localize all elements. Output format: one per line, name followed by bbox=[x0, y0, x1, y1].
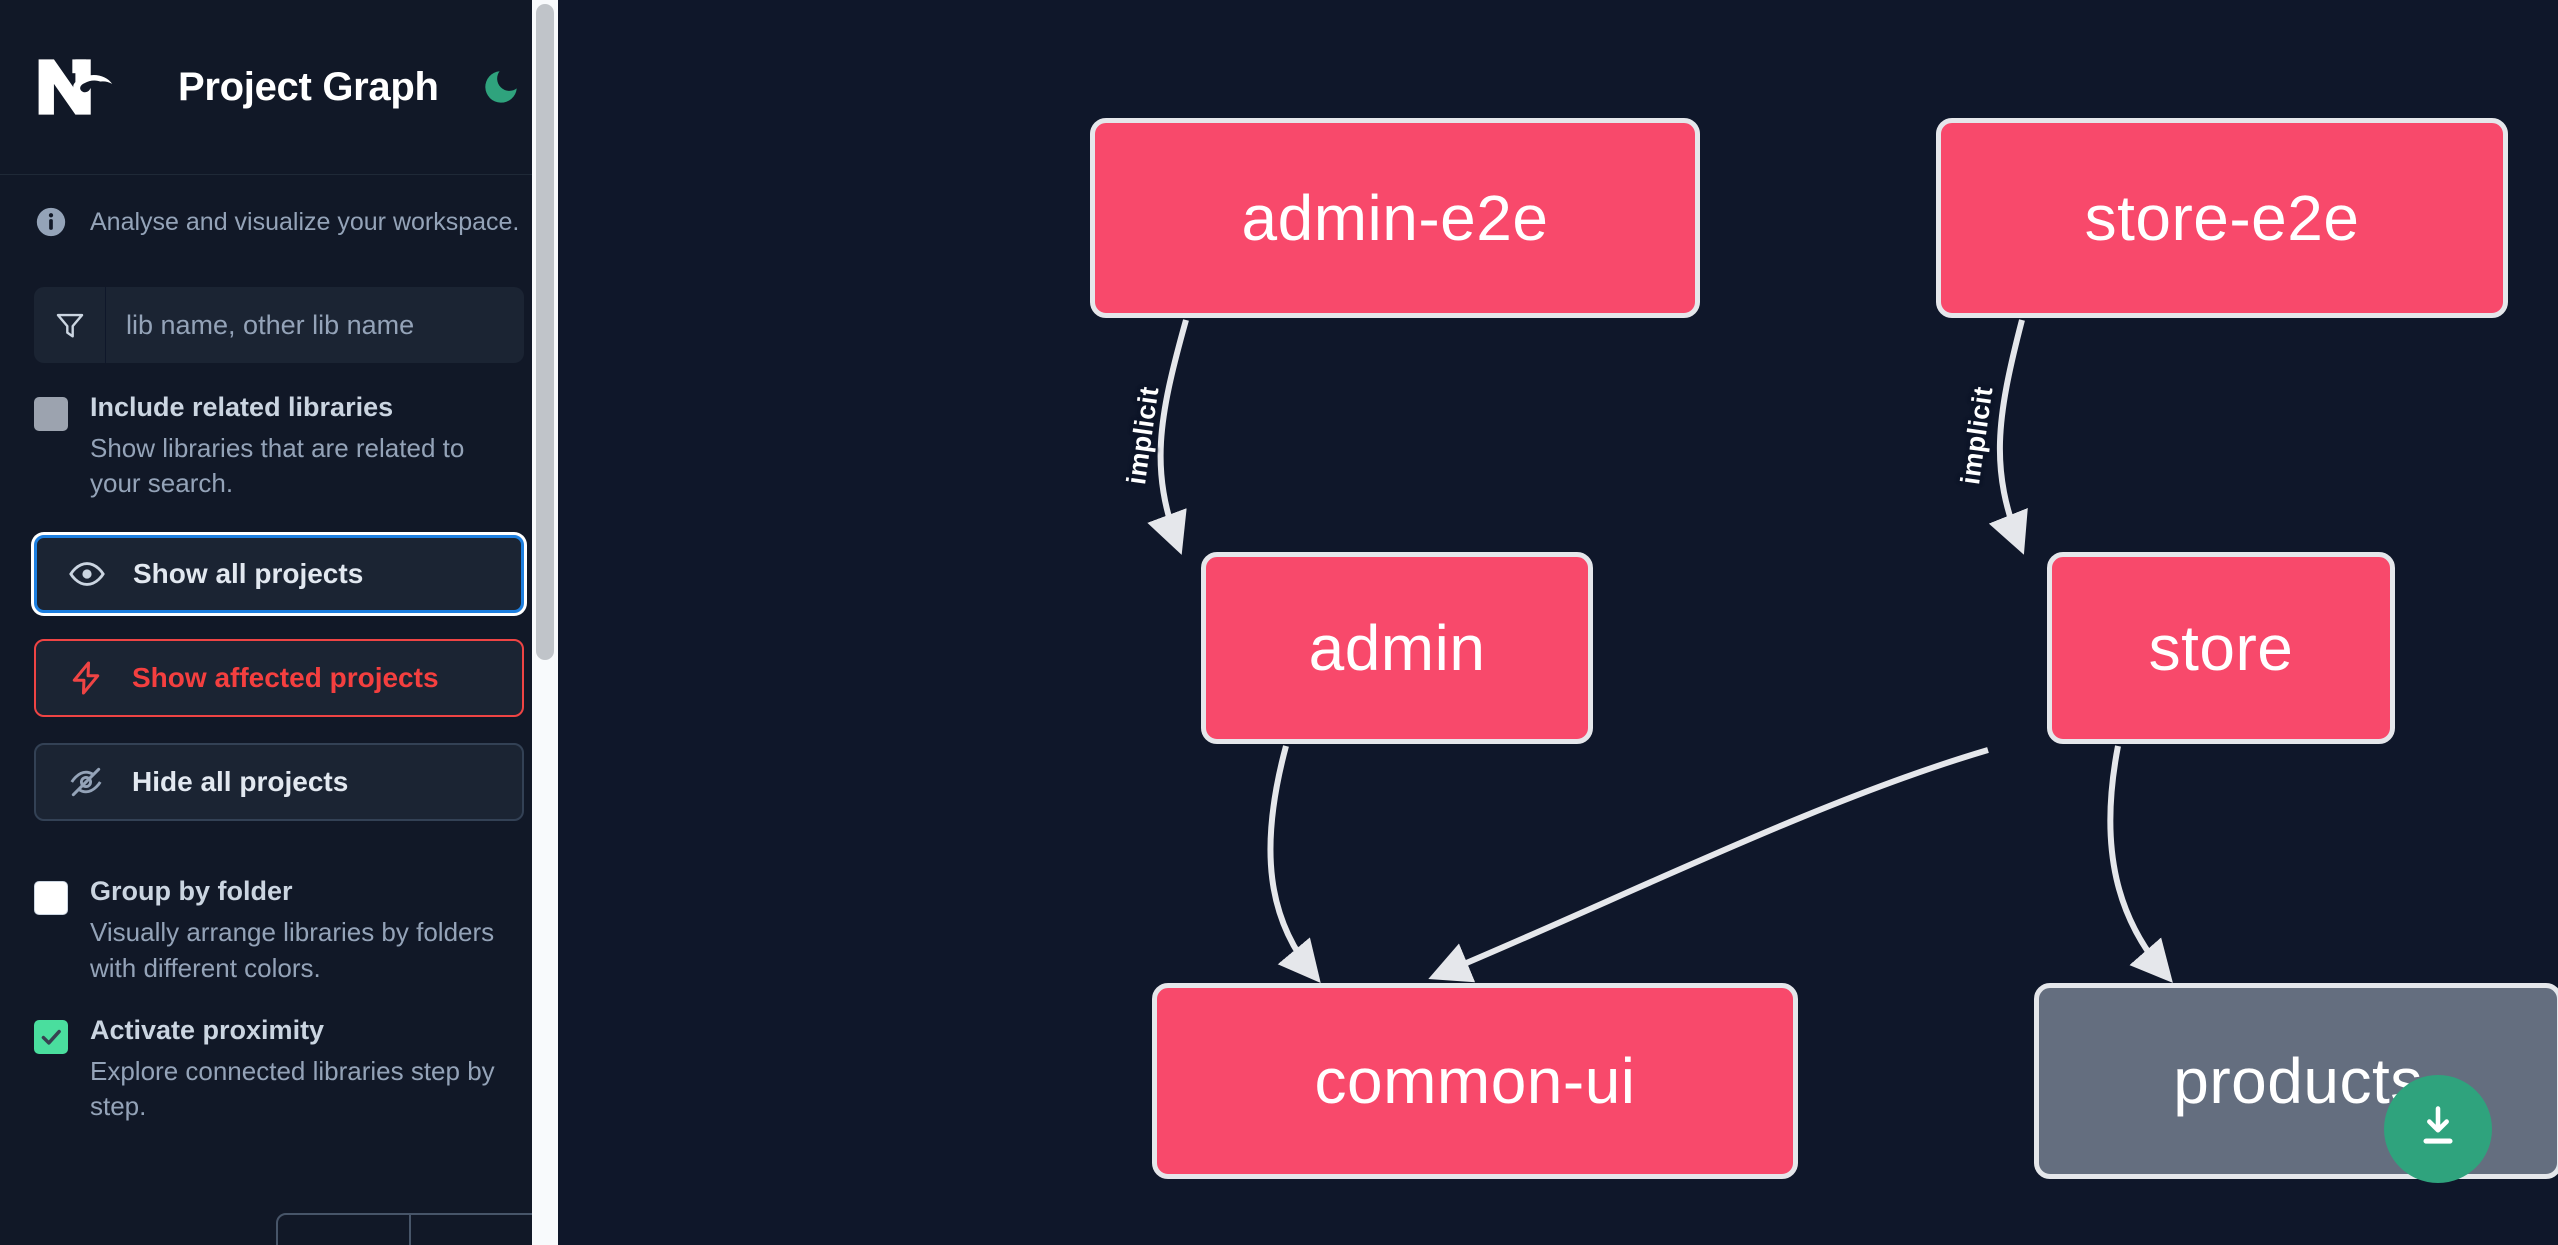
eye-off-icon bbox=[66, 762, 106, 802]
graph-canvas[interactable]: admin-e2e store-e2e admin store common-u… bbox=[558, 0, 2558, 1245]
activate-proximity-checkbox[interactable] bbox=[34, 1019, 68, 1054]
info-circle-icon bbox=[34, 205, 68, 239]
edge-admin-to-common-ui bbox=[1267, 745, 1321, 984]
group-by-folder-label: Group by folder bbox=[90, 876, 293, 907]
activate-proximity-texts: Activate proximity Explore connected lib… bbox=[90, 1014, 510, 1124]
sidebar: Project Graph Analyse and visualize yo bbox=[0, 0, 558, 1245]
edge-store-to-common-ui bbox=[1428, 747, 1989, 983]
proximity-segment-1[interactable] bbox=[278, 1215, 411, 1245]
bolt-icon bbox=[66, 658, 106, 698]
analyse-text: Analyse and visualize your workspace. bbox=[90, 207, 520, 236]
graph-node-admin[interactable]: admin bbox=[1201, 552, 1593, 744]
show-all-projects-label: Show all projects bbox=[133, 558, 364, 590]
proximity-segmented-control[interactable] bbox=[276, 1213, 558, 1245]
graph-node-store-label: store bbox=[2148, 612, 2294, 684]
graph-node-store-e2e-label: store-e2e bbox=[2084, 182, 2360, 254]
checkbox-row-activate-proximity[interactable]: Activate proximity Explore connected lib… bbox=[0, 986, 558, 1124]
filter-bar bbox=[34, 287, 524, 363]
filter-icon[interactable] bbox=[34, 287, 106, 363]
group-by-folder-checkbox[interactable] bbox=[34, 881, 68, 916]
checkbox-row-include-related-libraries[interactable]: Include related libraries Show libraries… bbox=[0, 363, 558, 501]
checkbox-row-group-by-folder[interactable]: Group by folder Visually arrange librari… bbox=[0, 847, 558, 985]
sidebar-content: Project Graph Analyse and visualize yo bbox=[0, 0, 558, 1245]
edge-admin-e2e-to-admin bbox=[1147, 319, 1189, 555]
activate-proximity-label: Activate proximity bbox=[90, 1014, 325, 1045]
graph-node-store[interactable]: store bbox=[2047, 552, 2395, 744]
download-image-button[interactable] bbox=[2384, 1075, 2492, 1183]
graph-node-admin-label: admin bbox=[1308, 612, 1486, 684]
sidebar-scrollbar-thumb[interactable] bbox=[536, 4, 554, 660]
hide-all-projects-button[interactable]: Hide all projects bbox=[34, 743, 524, 822]
graph-node-admin-e2e[interactable]: admin-e2e bbox=[1090, 118, 1700, 318]
activate-proximity-description: Explore connected libraries step by step… bbox=[90, 1055, 495, 1122]
graph-edges bbox=[1147, 319, 2173, 984]
group-by-folder-texts: Group by folder Visually arrange librari… bbox=[90, 875, 510, 985]
edge-store-e2e-to-store bbox=[1988, 319, 2028, 555]
graph-node-products-label: products bbox=[2173, 1045, 2423, 1117]
show-all-projects-button[interactable]: Show all projects bbox=[34, 535, 524, 614]
nx-logo-icon bbox=[34, 53, 126, 121]
sidebar-header: Project Graph bbox=[0, 0, 558, 175]
include-related-libraries-label: Include related libraries bbox=[90, 392, 394, 422]
sidebar-scrollbar[interactable] bbox=[532, 0, 558, 1245]
show-affected-projects-label: Show affected projects bbox=[132, 662, 439, 694]
graph-node-admin-e2e-label: admin-e2e bbox=[1241, 182, 1549, 254]
include-related-libraries-description: Show libraries that are related to your … bbox=[90, 432, 465, 499]
graph-node-store-e2e[interactable]: store-e2e bbox=[1936, 118, 2508, 318]
page-title: Project Graph bbox=[178, 64, 439, 109]
include-related-libraries-texts: Include related libraries Show libraries… bbox=[90, 391, 510, 501]
group-by-folder-description: Visually arrange libraries by folders wi… bbox=[90, 917, 495, 983]
eye-icon bbox=[67, 554, 107, 594]
proximity-segment-2[interactable] bbox=[411, 1215, 544, 1245]
include-related-libraries-checkbox[interactable] bbox=[34, 397, 68, 431]
download-icon bbox=[2412, 1101, 2464, 1158]
search-input[interactable] bbox=[106, 287, 524, 363]
hide-all-projects-label: Hide all projects bbox=[132, 766, 349, 798]
show-affected-projects-button[interactable]: Show affected projects bbox=[34, 639, 524, 718]
graph-action-buttons: Show all projects Show affected projects bbox=[0, 501, 558, 822]
graph-node-common-ui-label: common-ui bbox=[1314, 1045, 1636, 1117]
moon-icon[interactable] bbox=[479, 64, 524, 110]
analyse-banner: Analyse and visualize your workspace. bbox=[0, 175, 558, 265]
graph-node-products[interactable]: products bbox=[2034, 983, 2558, 1179]
graph-node-common-ui[interactable]: common-ui bbox=[1152, 983, 1798, 1179]
edge-store-to-products bbox=[2107, 745, 2173, 983]
